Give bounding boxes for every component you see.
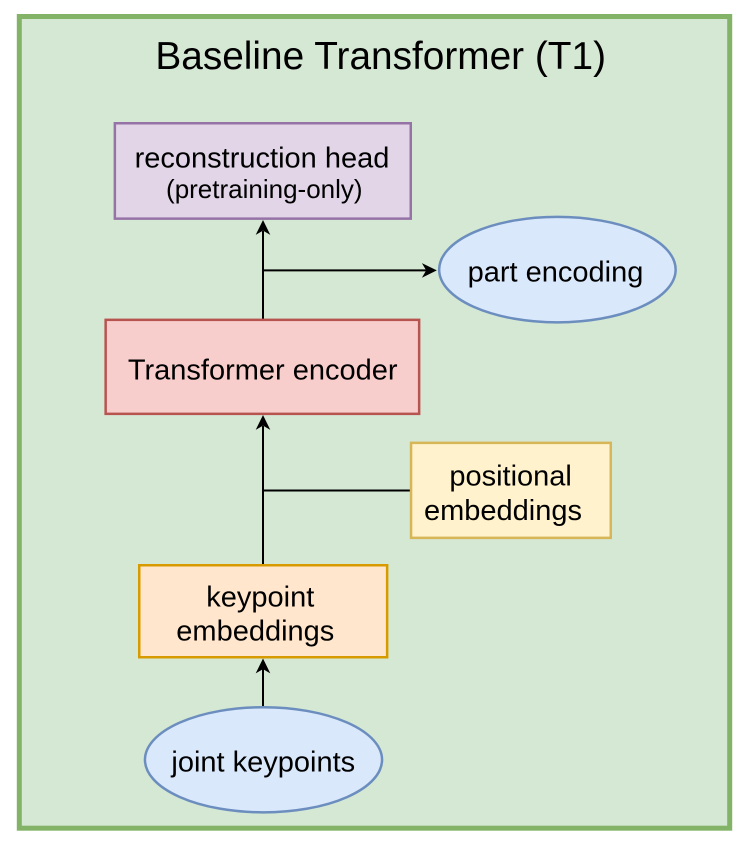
svg-text:Transformer encoder: Transformer encoder [128, 354, 398, 386]
svg-text:part encoding: part encoding [468, 256, 644, 288]
svg-text:joint keypoints: joint keypoints [170, 746, 355, 778]
svg-text:embeddings: embeddings [424, 495, 582, 527]
svg-text:(pretraining-only): (pretraining-only) [166, 174, 363, 204]
svg-text:Baseline Transformer (T1): Baseline Transformer (T1) [155, 35, 606, 78]
svg-text:reconstruction head: reconstruction head [135, 143, 390, 175]
svg-text:embeddings: embeddings [176, 615, 334, 647]
svg-text:positional: positional [449, 461, 572, 493]
svg-text:keypoint: keypoint [206, 582, 314, 614]
